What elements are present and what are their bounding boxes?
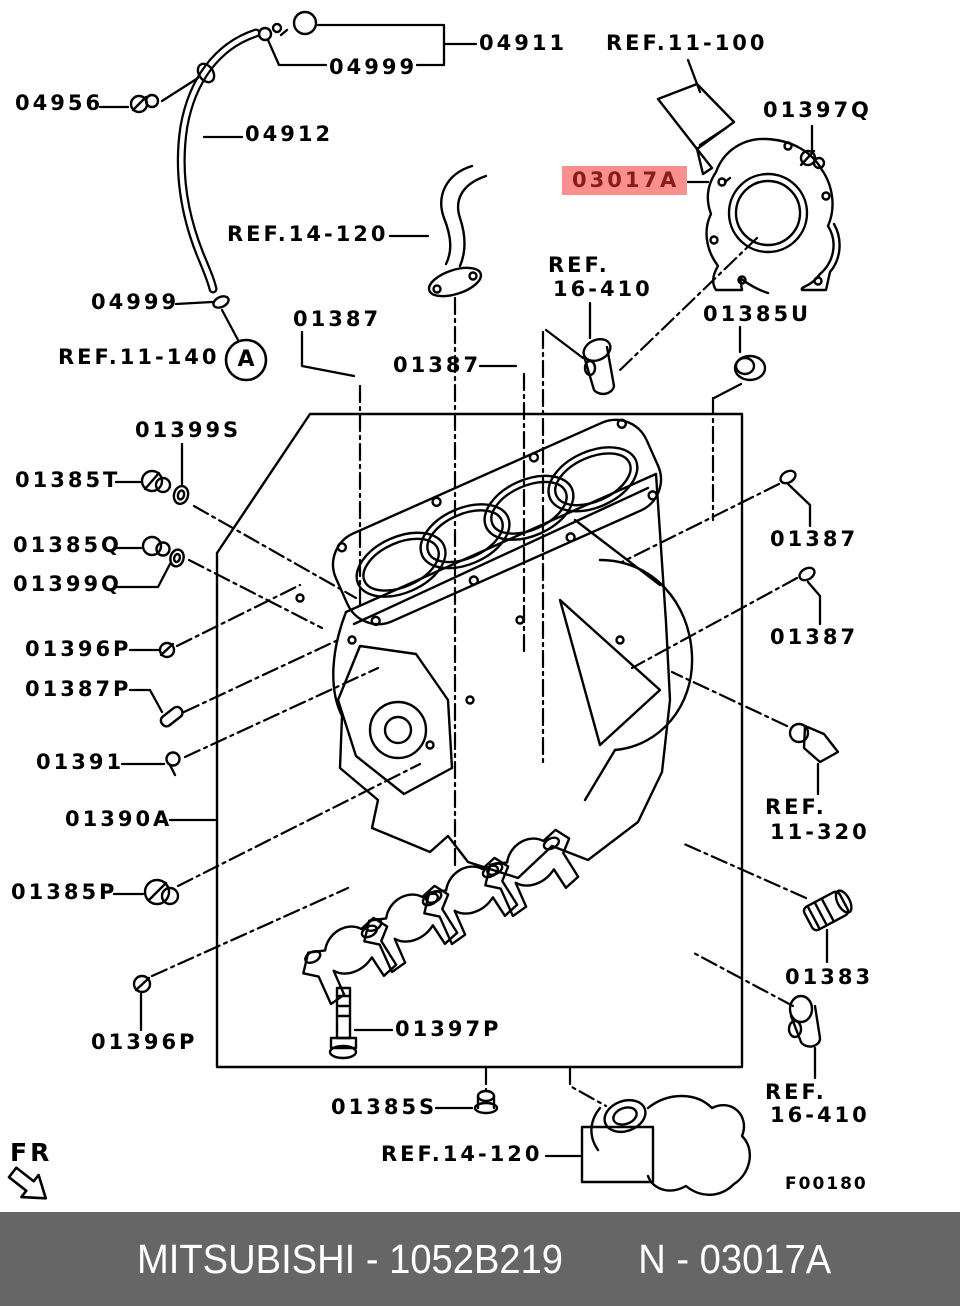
part-label-01385q-17[interactable]: 01385Q [13, 533, 122, 557]
part-label-04912-6[interactable]: 04912 [245, 122, 334, 146]
footer-bar: MITSUBISHI - 1052B219 N - 03017A [0, 1212, 960, 1306]
oring-icon-04999-mid [212, 295, 230, 309]
part-label-04999-1[interactable]: 04999 [329, 55, 418, 79]
part-label-01396p-19[interactable]: 01396P [25, 637, 132, 661]
part-label-01385s-26[interactable]: 01385S [331, 1095, 438, 1119]
part-label-f00180-35[interactable]: F00180 [785, 1174, 868, 1194]
ref-label-16410-13[interactable]: 16-410 [553, 277, 653, 301]
pipe-icon-ref14-120 [427, 164, 488, 298]
bolt-icon-01396p-lower [132, 974, 152, 994]
part-label-01391-21[interactable]: 01391 [36, 750, 125, 774]
ref-label-ref-33[interactable]: REF. [765, 1080, 827, 1104]
plug-icon-01383 [802, 889, 853, 932]
bolt-icon-01391 [165, 751, 181, 777]
fr-arrow-icon [7, 1166, 48, 1200]
footer-brand-part-number: MITSUBISHI - 1052B219 [137, 1235, 564, 1282]
part-label-01387p-20[interactable]: 01387P [25, 677, 132, 701]
part-label-01397p-25[interactable]: 01397P [395, 1017, 502, 1041]
part-label-03017a-5[interactable]: 03017A [562, 166, 688, 195]
part-label-01399q-18[interactable]: 01399Q [13, 572, 122, 596]
block-boundary-outline [215, 412, 744, 1069]
marker-circle-a [224, 338, 268, 382]
part-label-01397q-4[interactable]: 01397Q [763, 98, 872, 122]
ref-label-ref-30[interactable]: REF. [765, 795, 827, 819]
part-label-01385u-14[interactable]: 01385U [703, 302, 812, 326]
ref-label-ref14120-27[interactable]: REF.14-120 [381, 1142, 543, 1166]
cylinder-block-drawing [295, 418, 694, 880]
fr-orientation-label: FR [10, 1138, 53, 1167]
rear-plate-icon-03017a [705, 137, 841, 295]
part-label-01387-29[interactable]: 01387 [770, 625, 859, 649]
ref-label-ref-12[interactable]: REF. [548, 253, 610, 277]
sensor-icon-ref11-320 [788, 722, 840, 764]
bearing-caps-drawing [302, 828, 580, 1006]
plug-icon-01385q [141, 535, 171, 557]
oring-icon-01399s [172, 484, 190, 506]
part-label-01387-28[interactable]: 01387 [770, 527, 859, 551]
part-label-01387-10[interactable]: 01387 [293, 307, 382, 331]
part-label-01390a-22[interactable]: 01390A [65, 807, 173, 831]
plug-icon-01385t [140, 469, 172, 494]
grommet-icon-04956 [129, 93, 160, 114]
screw-icon-01387-right1 [779, 469, 797, 485]
ref-label-ref14120-7[interactable]: REF.14-120 [227, 222, 389, 246]
sealant-tube-icon [656, 82, 736, 176]
ref-label-ref11140-9[interactable]: REF.11-140 [58, 345, 220, 369]
part-label-01383-32[interactable]: 01383 [785, 965, 874, 989]
part-label-04956-0[interactable]: 04956 [15, 91, 104, 115]
ref-label-ref11100-3[interactable]: REF.11-100 [606, 31, 768, 55]
oring-icon-01399q [169, 548, 185, 568]
part-label-01385t-16[interactable]: 01385T [15, 468, 121, 492]
screw-icon-01387-right2 [798, 566, 816, 582]
part-label-01385p-23[interactable]: 01385P [11, 880, 118, 904]
bolt-icon-01397p [328, 986, 358, 1060]
plug-icon-01385p [143, 878, 180, 906]
cap-icon-01385u [733, 354, 767, 382]
centerlines [150, 236, 808, 1108]
bolt-icon-01397q [799, 149, 826, 170]
ref-label-11320-31[interactable]: 11-320 [770, 820, 870, 844]
footer-diagram-part-number: N - 03017A [638, 1235, 832, 1282]
part-icon-ref14-120-bottom [580, 1094, 752, 1196]
part-label-01387-11[interactable]: 01387 [393, 353, 482, 377]
part-label-01399s-15[interactable]: 01399S [135, 418, 242, 442]
breather-hose-drawing [176, 10, 318, 294]
part-label-01396p-24[interactable]: 01396P [91, 1030, 198, 1054]
nut-icon-01385s [473, 1089, 499, 1115]
part-label-04911-2[interactable]: 04911 [479, 31, 568, 55]
part-label-04999-8[interactable]: 04999 [91, 290, 180, 314]
bolt-icon-01396p-upper [158, 641, 176, 659]
ref-label-16410-34[interactable]: 16-410 [770, 1103, 870, 1127]
sensor-icon-ref16-410-top [582, 337, 616, 396]
leader-lines [98, 23, 829, 1158]
pin-icon-01387p [159, 705, 184, 728]
view-marker-a: A [237, 347, 255, 372]
sensor-icon-ref16-410-bottom [787, 994, 822, 1048]
